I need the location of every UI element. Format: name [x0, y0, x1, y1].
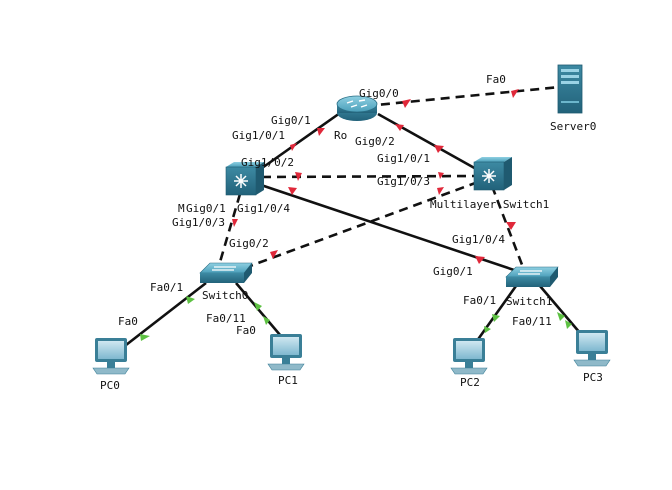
link-router-server[interactable]	[365, 85, 561, 108]
port-status-switch1-fa0-1	[492, 314, 500, 322]
port-status-mls0-gig1-0-3	[232, 219, 238, 227]
pc-3-icon[interactable]	[573, 330, 611, 367]
port-status-mls0-gig1-0-4	[288, 187, 297, 195]
port-status-switch0-gig0-2	[270, 250, 278, 259]
port-label-mls0-gig1-0-4: Gig1/0/4	[237, 202, 290, 215]
port-status-switch0-fa0-11	[254, 302, 262, 311]
port-status-mls0-gig1-0-2	[295, 172, 302, 181]
port-label-switch0-gig0-2: Gig0/2	[229, 237, 269, 250]
server-icon[interactable]	[557, 64, 583, 114]
port-label-server-fa0: Fa0	[486, 73, 506, 86]
port-label-mls0-gig0-1: Gig0/1	[186, 202, 226, 215]
port-label-pc1-fa0: Fa0	[236, 324, 256, 337]
link-router-mls1[interactable]	[377, 112, 479, 172]
pc-1-icon[interactable]	[267, 334, 305, 371]
switch0-label: Switch0	[202, 289, 248, 302]
port-labels: Gig0/0 Fa0 Gig0/1 Gig1/0/1 Gig0/2 Gig1/0…	[118, 73, 552, 337]
port-label-mls1-gig1-0-3: Gig1/0/3	[377, 175, 430, 188]
mls0-label: M	[178, 202, 185, 215]
link-switch0-pc1[interactable]	[235, 282, 287, 343]
pc0-label: PC0	[100, 379, 120, 392]
port-status-switch1-fa0-11	[557, 312, 565, 321]
pc-0-icon[interactable]	[92, 338, 130, 375]
multilayer-switch-0-icon[interactable]	[225, 162, 264, 196]
link-mls1-switch0[interactable]	[249, 180, 479, 268]
port-label-mls1-gig1-0-1: Gig1/0/1	[377, 152, 430, 165]
port-label-switch0-fa0-11: Fa0/11	[206, 312, 246, 325]
port-status-pc1-fa0	[263, 316, 270, 325]
pc1-label: PC1	[278, 374, 298, 387]
link-router-mls0[interactable]	[261, 111, 341, 170]
link-mls0-switch0[interactable]	[218, 193, 242, 263]
port-label-router-gig0-1: Gig0/1	[271, 114, 311, 127]
port-status-pc3-fa0	[565, 320, 572, 329]
port-status-mls0-gig1-0-1	[290, 143, 297, 151]
port-label-router-gig0-0: Gig0/0	[359, 87, 399, 100]
port-status-switch1-gig0-1	[475, 256, 485, 264]
port-status-server-fa0	[511, 89, 519, 98]
port-status-router-gig0-2	[395, 124, 404, 131]
multilayer-switch-1-icon[interactable]	[473, 157, 512, 191]
link-mls0-mls1[interactable]	[261, 174, 475, 179]
port-label-switch1-fa0-11: Fa0/11	[512, 315, 552, 328]
pc2-label: PC2	[460, 376, 480, 389]
port-status-markers	[140, 89, 572, 341]
port-status-pc0-fa0	[140, 334, 150, 341]
port-status-router-gig0-1	[317, 128, 325, 136]
port-label-mls0-gig1-0-3: Gig1/0/3	[172, 216, 225, 229]
router-label: Ro	[334, 129, 347, 142]
router-icon[interactable]	[336, 95, 378, 121]
port-label-switch1-fa0-1: Fa0/1	[463, 294, 496, 307]
port-status-mls1-gig1-0-2	[437, 187, 444, 195]
mls1-label: Multilayer Switch1	[430, 198, 549, 211]
port-label-mls1-gig1-0-4: Gig1/0/4	[452, 233, 505, 246]
port-label-router-gig0-2: Gig0/2	[355, 135, 395, 148]
server-label: Server0	[550, 120, 596, 133]
pc3-label: PC3	[583, 371, 603, 384]
port-status-switch0-fa0-1	[186, 296, 195, 304]
port-label-pc0-fa0: Fa0	[118, 315, 138, 328]
switch-1-icon[interactable]	[505, 266, 559, 287]
port-status-mls1-gig1-0-1	[434, 145, 444, 153]
port-status-pc2-fa0	[484, 326, 491, 333]
port-status-mls1-gig1-0-3	[438, 172, 444, 179]
switch1-label: Switch1	[506, 295, 552, 308]
pc-2-icon[interactable]	[450, 338, 488, 375]
port-label-switch1-gig0-1: Gig0/1	[433, 265, 473, 278]
port-label-mls0-gig1-0-1: Gig1/0/1	[232, 129, 285, 142]
port-label-mls0-gig1-0-2: Gig1/0/2	[241, 156, 294, 169]
port-status-mls1-gig1-0-4	[506, 222, 516, 230]
link-switch0-pc0[interactable]	[125, 281, 207, 347]
device-labels: Ro Server0 M Multilayer Switch1 Switch0 …	[100, 120, 603, 392]
switch-0-icon[interactable]	[199, 262, 253, 283]
port-label-switch0-fa0-1: Fa0/1	[150, 281, 183, 294]
port-status-router-gig0-0	[402, 99, 411, 108]
